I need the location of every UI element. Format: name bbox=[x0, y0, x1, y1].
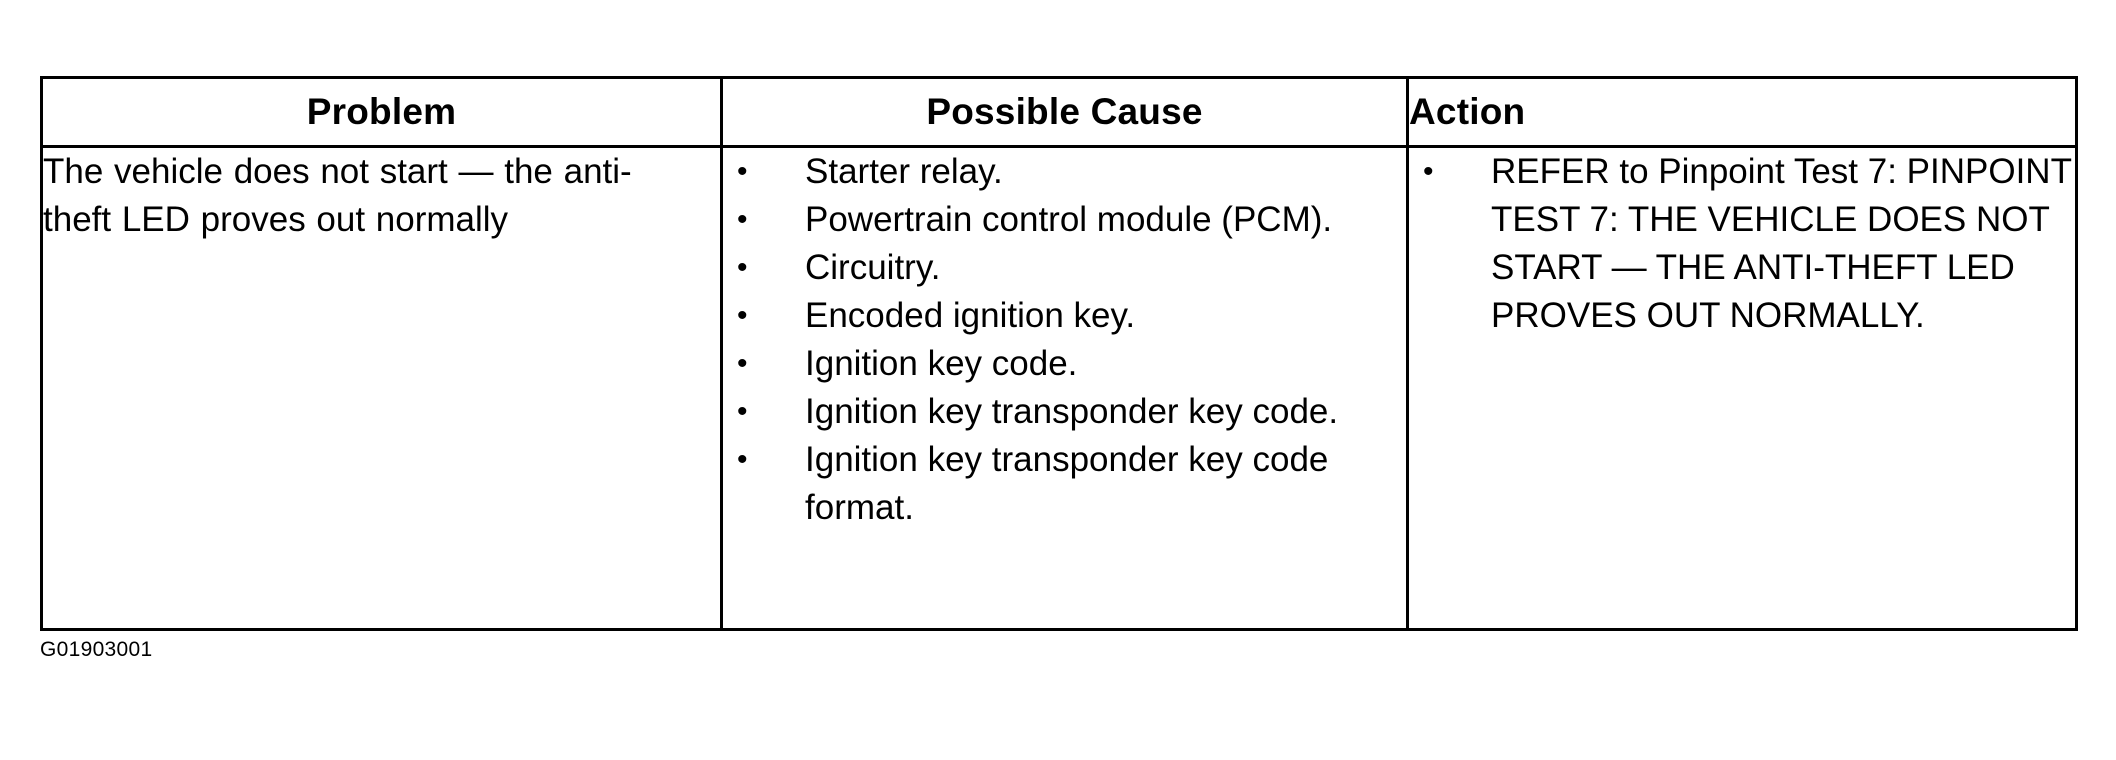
table-row: The vehicle does not start — the anti-th… bbox=[40, 145, 2078, 631]
cell-action: • REFER to Pinpoint Test 7: PINPOINT TES… bbox=[1406, 145, 2078, 631]
list-item: • REFER to Pinpoint Test 7: PINPOINT TES… bbox=[1409, 148, 2075, 340]
list-item: • Powertrain control module (PCM). bbox=[723, 196, 1405, 244]
problem-text: The vehicle does not start — the anti-th… bbox=[43, 152, 632, 239]
table-body: The vehicle does not start — the anti-th… bbox=[40, 145, 2078, 631]
cell-problem: The vehicle does not start — the anti-th… bbox=[40, 145, 723, 631]
list-item-label: Powertrain control module (PCM). bbox=[805, 200, 1333, 239]
figure-caption: G01903001 bbox=[40, 638, 153, 661]
list-item-label: Ignition key transponder key code format… bbox=[805, 440, 1329, 527]
list-item-label: REFER to Pinpoint Test 7: PINPOINT TEST … bbox=[1491, 152, 2072, 335]
list-item-label: Ignition key code. bbox=[805, 344, 1078, 383]
list-item: • Ignition key transponder key code. bbox=[723, 388, 1405, 436]
bullet-icon: • bbox=[737, 395, 748, 428]
list-item-label: Starter relay. bbox=[805, 152, 1003, 191]
bullet-icon: • bbox=[737, 347, 748, 380]
list-item: • Starter relay. bbox=[723, 148, 1405, 196]
table-header: Problem Possible Cause Action bbox=[40, 76, 2078, 148]
action-list: • REFER to Pinpoint Test 7: PINPOINT TES… bbox=[1409, 148, 2075, 340]
list-item-label: Circuitry. bbox=[805, 248, 941, 287]
bullet-icon: • bbox=[737, 251, 748, 284]
possible-cause-list: • Starter relay. • Powertrain control mo… bbox=[723, 148, 1406, 532]
bullet-icon: • bbox=[1423, 155, 1434, 188]
list-item-label: Encoded ignition key. bbox=[805, 296, 1136, 335]
diagnostic-table-container: Problem Possible Cause Action The vehicl… bbox=[40, 76, 2078, 631]
list-item: • Ignition key transponder key code form… bbox=[723, 436, 1405, 532]
bullet-icon: • bbox=[737, 443, 748, 476]
bullet-icon: • bbox=[737, 155, 748, 188]
list-item-label: Ignition key transponder key code. bbox=[805, 392, 1339, 431]
list-item: • Circuitry. bbox=[723, 244, 1405, 292]
list-item: • Ignition key code. bbox=[723, 340, 1405, 388]
bullet-icon: • bbox=[737, 299, 748, 332]
list-item: • Encoded ignition key. bbox=[723, 292, 1405, 340]
column-header-problem: Problem bbox=[40, 76, 723, 148]
bullet-icon: • bbox=[737, 203, 748, 236]
diagnostic-table: Problem Possible Cause Action The vehicl… bbox=[40, 76, 2078, 631]
column-header-possible-cause: Possible Cause bbox=[720, 76, 1409, 148]
cell-possible-cause: • Starter relay. • Powertrain control mo… bbox=[720, 145, 1409, 631]
table-header-row: Problem Possible Cause Action bbox=[40, 76, 2078, 148]
column-header-action: Action bbox=[1406, 76, 2078, 148]
